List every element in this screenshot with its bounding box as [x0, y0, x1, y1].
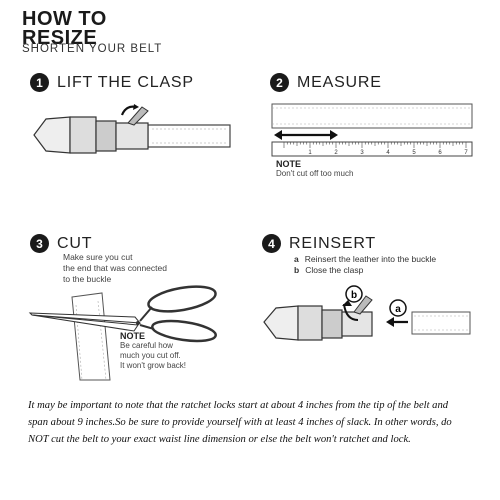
step-2-heading: 2 MEASURE [270, 73, 382, 92]
buckle-lift-illustration [33, 104, 231, 154]
page-title: HOW TO RESIZE [22, 8, 107, 49]
step-1-heading: 1 LIFT THE CLASP [30, 73, 194, 92]
step-3-note-label: NOTE [120, 331, 146, 341]
step-2-note-label: NOTE [276, 159, 302, 169]
ruler-number: 2 [334, 150, 338, 156]
step-3-heading: 3 CUT [30, 234, 92, 253]
step-2-note: NOTE Don't cut off too much [276, 159, 353, 179]
step-4-badge: 4 [262, 234, 281, 253]
ruler-ticks: 1 2 3 4 5 6 7 [283, 142, 468, 156]
step-2-badge: 2 [270, 73, 289, 92]
step-1-badge: 1 [30, 73, 49, 92]
step-3-note-line-3: It won't grow back! [120, 361, 186, 370]
step-3-title: CUT [57, 234, 93, 252]
instruction-a-text: Reinsert the leather into the buckle [304, 254, 437, 264]
step-3-desc-line-2: the end that was connected [63, 263, 167, 273]
ruler-number: 6 [438, 150, 442, 156]
measure-ruler-illustration: 1 2 3 4 5 6 7 [271, 103, 473, 157]
footer-line-3: NOT cut the belt to your exact waist lin… [28, 434, 411, 445]
step-4-instruction-b: b Close the clasp [294, 265, 436, 276]
instruction-b-text: Close the clasp [305, 265, 364, 275]
ruler-number: 3 [360, 150, 364, 156]
callout-a-label: a [395, 304, 401, 315]
step-3-note-line-1: Be careful how [120, 341, 173, 350]
step-3-note-line-2: much you cut off. [120, 351, 181, 360]
ruler-number: 5 [412, 150, 416, 156]
scissors-cut-illustration [28, 285, 217, 381]
step-4-title: REINSERT [289, 234, 377, 252]
step-3-badge: 3 [30, 234, 49, 253]
step-3-description: Make sure you cut the end that was conne… [63, 252, 167, 285]
step-3-note: NOTE Be careful how much you cut off. It… [120, 331, 186, 371]
ruler-number: 1 [308, 150, 312, 156]
footer-line-2: span about 9 inches.So be sure to provid… [28, 417, 452, 428]
step-4-instructions: a Reinsert the leather into the buckle b… [294, 254, 436, 276]
ruler-number: 7 [464, 150, 468, 156]
callout-b-label: b [351, 290, 357, 301]
step-4-instruction-a: a Reinsert the leather into the buckle [294, 254, 436, 265]
footer-note: It may be important to note that the rat… [28, 397, 468, 448]
step-2-note-text: Don't cut off too much [276, 169, 354, 178]
step-3-desc-line-3: to the buckle [63, 274, 112, 284]
page-subtitle: SHORTEN YOUR BELT [22, 43, 163, 55]
reinsert-illustration: b a [263, 285, 471, 341]
title-line-2: RESIZE [22, 27, 98, 49]
instruction-b-key: b [294, 265, 300, 275]
step-3-desc-line-1: Make sure you cut [63, 252, 133, 262]
step-4-heading: 4 REINSERT [262, 234, 376, 253]
title-line-1: HOW TO [22, 8, 107, 30]
footer-line-1: It may be important to note that the rat… [28, 400, 449, 411]
step-1-title: LIFT THE CLASP [57, 73, 194, 91]
ruler-number: 4 [386, 150, 390, 156]
step-2-title: MEASURE [297, 73, 382, 91]
instruction-a-key: a [294, 254, 299, 264]
